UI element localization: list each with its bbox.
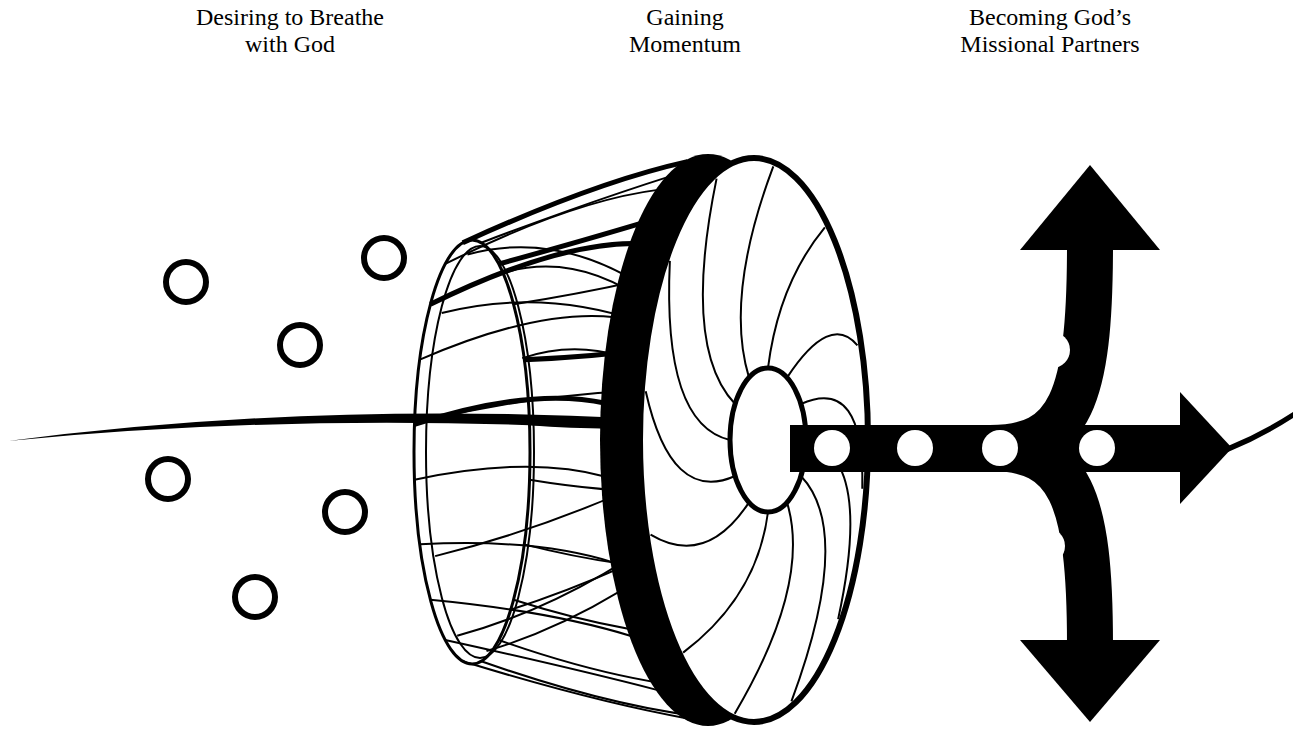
front-blade	[703, 179, 735, 404]
front-blade	[669, 261, 730, 440]
front-blade	[787, 334, 857, 377]
outgoing-arrows	[790, 165, 1293, 722]
stage-heading: Becoming God’s Missional Partners	[935, 4, 1165, 58]
turbine-strut	[414, 398, 605, 424]
white-dots	[814, 332, 1115, 564]
turbine-strut	[430, 600, 632, 637]
front-blade	[741, 166, 774, 377]
turbine-strut	[414, 467, 605, 480]
front-blade	[768, 227, 825, 368]
front-blade	[651, 502, 749, 545]
front-blade	[791, 476, 825, 701]
open-circles	[148, 238, 404, 617]
front-rim	[640, 158, 868, 722]
back-rim	[426, 246, 534, 658]
turbine-strut	[445, 640, 658, 690]
front-blade	[683, 512, 768, 653]
turbine-strut	[420, 316, 615, 360]
stage-heading: Desiring to Breathe with God	[180, 4, 400, 58]
stage-heading: Gaining Momentum	[615, 4, 755, 58]
